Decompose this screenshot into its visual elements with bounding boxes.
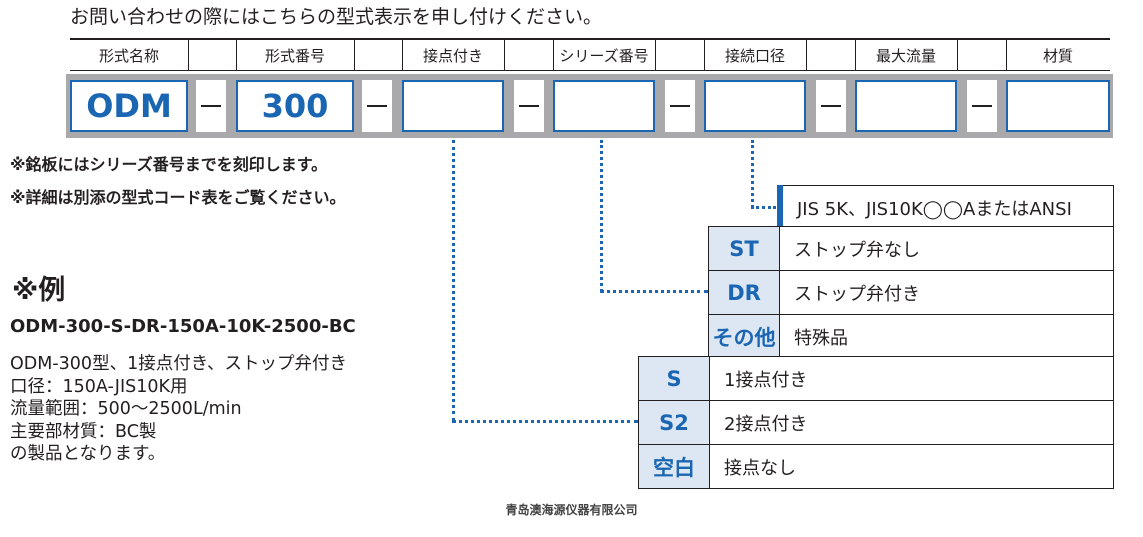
contact-leader-line	[452, 140, 455, 421]
header-contact: 接点付き	[422, 47, 483, 65]
table-row: その他 特殊品	[708, 314, 1114, 359]
contact-code: S	[638, 356, 710, 401]
example-line: 主要部材質：BC製	[10, 421, 157, 442]
dash-separator	[665, 80, 695, 132]
example-line: ODM-300型、1接点付き、ストップ弁付き	[10, 354, 347, 374]
model-name-box: ODM	[70, 80, 188, 132]
header-separator	[655, 40, 656, 71]
header-separator	[553, 40, 554, 71]
header-model-number: 形式番号	[264, 47, 325, 65]
table-row: JIS 5K、JIS10K◯◯AまたはANSI	[777, 185, 1114, 230]
contact-code: S2	[638, 400, 710, 445]
header-connection-size: 接続口径	[724, 47, 785, 65]
header-separator	[402, 40, 403, 71]
header-separator	[354, 40, 355, 71]
table-row: ST ストップ弁なし	[708, 226, 1114, 271]
nameplate-note: ※銘板にはシリーズ番号までを刻印します。	[10, 155, 328, 174]
header-separator	[855, 40, 856, 71]
series-desc: ストップ弁なし	[779, 226, 1114, 271]
connection-leader-line	[751, 140, 754, 208]
detail-note: ※詳細は別添の型式コード表をご覧ください。	[10, 188, 346, 207]
header-bottom-rule	[70, 70, 1110, 71]
series-code: その他	[708, 314, 780, 359]
header-separator	[806, 40, 807, 71]
header-separator	[236, 40, 237, 71]
header-separator	[1006, 40, 1007, 71]
header-separator	[188, 40, 189, 71]
header-separator	[704, 40, 705, 71]
dash-separator	[362, 80, 392, 132]
contact-code: 空白	[638, 444, 710, 489]
example-description: ODM-300型、1接点付き、ストップ弁付き 口径：150A-JIS10K用 流…	[10, 353, 347, 466]
header-separator	[504, 40, 505, 71]
connection-options-table: JIS 5K、JIS10K◯◯AまたはANSI	[777, 185, 1114, 230]
contact-options-table: S 1接点付き S2 2接点付き 空白 接点なし	[638, 356, 1114, 489]
flow-box	[855, 80, 957, 132]
example-line: 口径：150A-JIS10K用	[10, 376, 188, 397]
series-leader-line	[600, 140, 603, 292]
example-code: ODM-300-S-DR-150A-10K-2500-BC	[10, 316, 356, 337]
series-code: DR	[708, 270, 780, 315]
table-row: DR ストップ弁付き	[708, 270, 1114, 315]
series-leader-line	[600, 290, 708, 293]
header-material: 材質	[1042, 47, 1073, 65]
series-box	[553, 80, 655, 132]
table-row: S 1接点付き	[638, 356, 1114, 401]
contact-desc: 2接点付き	[709, 400, 1114, 445]
dash-separator	[967, 80, 997, 132]
series-desc: ストップ弁付き	[779, 270, 1114, 315]
contact-desc: 接点なし	[709, 444, 1114, 489]
series-code: ST	[708, 226, 780, 271]
company-footer: 青岛澳海源仪器有限公司	[505, 503, 638, 517]
connection-box	[704, 80, 806, 132]
instruction-text: お問い合わせの際にはこちらの型式表示を申し付けください。	[70, 6, 603, 28]
example-line: 流量範囲：500〜2500L/min	[10, 399, 242, 419]
example-heading: ※例	[12, 275, 66, 306]
header-series-number: シリーズ番号	[559, 47, 649, 65]
header-separator	[957, 40, 958, 71]
contact-leader-line	[452, 420, 638, 423]
contact-desc: 1接点付き	[709, 356, 1114, 401]
dash-separator	[196, 80, 226, 132]
dash-separator	[816, 80, 846, 132]
series-desc: 特殊品	[779, 314, 1114, 359]
connection-option-label: JIS 5K、JIS10K◯◯AまたはANSI	[782, 185, 1114, 230]
model-number-box: 300	[236, 80, 354, 132]
contact-box	[402, 80, 504, 132]
material-box	[1006, 80, 1110, 132]
header-model-name: 形式名称	[98, 47, 159, 65]
header-top-rule	[70, 38, 1110, 40]
table-row: S2 2接点付き	[638, 400, 1114, 445]
header-max-flow: 最大流量	[875, 47, 936, 65]
dash-separator	[514, 80, 544, 132]
example-line: の製品となります。	[10, 444, 166, 464]
series-options-table: ST ストップ弁なし DR ストップ弁付き その他 特殊品	[708, 226, 1114, 359]
table-row: 空白 接点なし	[638, 444, 1114, 489]
connection-leader-line	[751, 206, 776, 209]
